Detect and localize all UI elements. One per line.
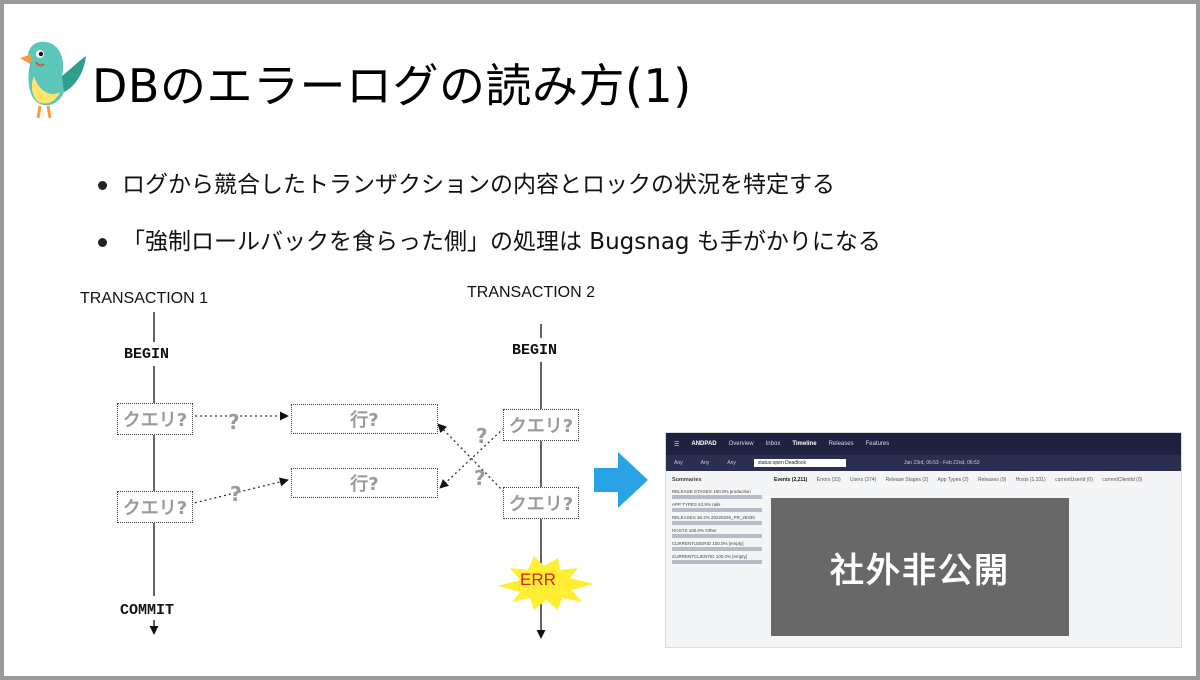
bullet-item: 「強制ロールバックを食らった側」の処理は Bugsnag も手がかりになる: [96, 227, 881, 257]
question-mark: ?: [476, 424, 488, 448]
lock-arrow: [439, 427, 505, 489]
nav-item: Inbox: [765, 441, 781, 447]
confidential-overlay: 社外非公開: [771, 498, 1069, 636]
sidebar-row: HOSTS 100.0% Other: [672, 528, 762, 538]
bugsnag-screenshot: ☰ ANDPAD Overview Inbox Timeline Release…: [665, 432, 1182, 648]
question-mark: ?: [228, 410, 240, 434]
tx1-label: TRANSACTION 1: [80, 290, 209, 307]
tab: App Types (2): [937, 477, 969, 483]
tx2-query-box: クエリ?: [503, 487, 579, 519]
filter-value: Any: [727, 460, 736, 466]
filter-value: Any: [700, 460, 710, 466]
pointer-arrow-icon: [594, 452, 648, 508]
nav-item: ANDPAD: [691, 441, 717, 447]
filter-value: Any: [674, 460, 683, 466]
row-box: 行?: [291, 404, 438, 434]
tab: Users (374): [850, 477, 877, 483]
screenshot-sidebar: Summaries RELEASE STAGES 100.0% producti…: [672, 477, 762, 567]
lock-wait-arrow: [437, 423, 505, 493]
row-box: 行?: [291, 468, 438, 498]
tab: Release Stages (2): [885, 477, 929, 483]
search-query: status:open Deadlock: [753, 459, 846, 467]
menu-icon: ☰: [674, 441, 680, 448]
slide-title: DBのエラーログの読み方(1): [92, 59, 692, 113]
tab: Errors (33): [816, 477, 841, 483]
tab: currentClientId (0): [1102, 477, 1143, 483]
tx1-begin: BEGIN: [124, 346, 170, 363]
bullet-item: ログから競合したトランザクションの内容とロックの状況を特定する: [96, 170, 881, 200]
lock-arrow: [189, 477, 289, 505]
tx2-query-box: クエリ?: [503, 409, 579, 441]
screenshot-tabs: Events (2,211) Errors (33) Users (374) R…: [774, 477, 1150, 483]
error-burst-icon: [498, 556, 594, 610]
date-range: Jan 23rd, 06:53 - Feb 22nd, 06:53: [903, 460, 980, 466]
nav-item: Features: [865, 441, 890, 447]
sidebar-row: RELEASE STAGES 100.0% production: [672, 489, 762, 499]
tab: Hosts (1,331): [1015, 477, 1046, 483]
tx2-begin: BEGIN: [512, 342, 558, 359]
sidebar-row: CURRENTCLIENTID 100.0% [empty]: [672, 554, 762, 564]
sidebar-row: CURRENTUSERID 100.0% [empty]: [672, 541, 762, 551]
tab-events: Events (2,211): [774, 477, 808, 483]
transaction-diagram: [149, 312, 648, 639]
nav-item: Releases: [828, 441, 854, 447]
tx2-label: TRANSACTION 2: [467, 284, 596, 301]
slide: DBのエラーログの読み方(1) ログから競合したトランザクションの内容とロックの…: [4, 4, 1196, 676]
tx1-commit: COMMIT: [120, 602, 175, 619]
question-mark: ?: [230, 482, 242, 506]
bird-mascot-icon: [20, 41, 86, 119]
sidebar-row: APP TYPES 63.9% rails: [672, 502, 762, 512]
bullet-list: ログから競合したトランザクションの内容とロックの状況を特定する 「強制ロールバッ…: [96, 170, 881, 284]
sidebar-title: Summaries: [672, 477, 702, 483]
tx1-query-box: クエリ?: [117, 491, 193, 523]
screenshot-filter-bar: Any Any Any status:open Deadlock Jan 23r…: [666, 455, 1181, 471]
tab: Releases (9): [977, 477, 1007, 483]
nav-item: Overview: [728, 441, 754, 447]
tx1-query-box: クエリ?: [117, 403, 193, 435]
nav-item: Timeline: [792, 441, 817, 447]
tab: currentUserId (0): [1055, 477, 1093, 483]
question-mark: ?: [474, 466, 486, 490]
screenshot-nav: ☰ ANDPAD Overview Inbox Timeline Release…: [666, 433, 1181, 455]
sidebar-row: RELEASES 36.2% 20220226_PR_28330: [672, 515, 762, 525]
error-label: ERR: [520, 570, 556, 589]
